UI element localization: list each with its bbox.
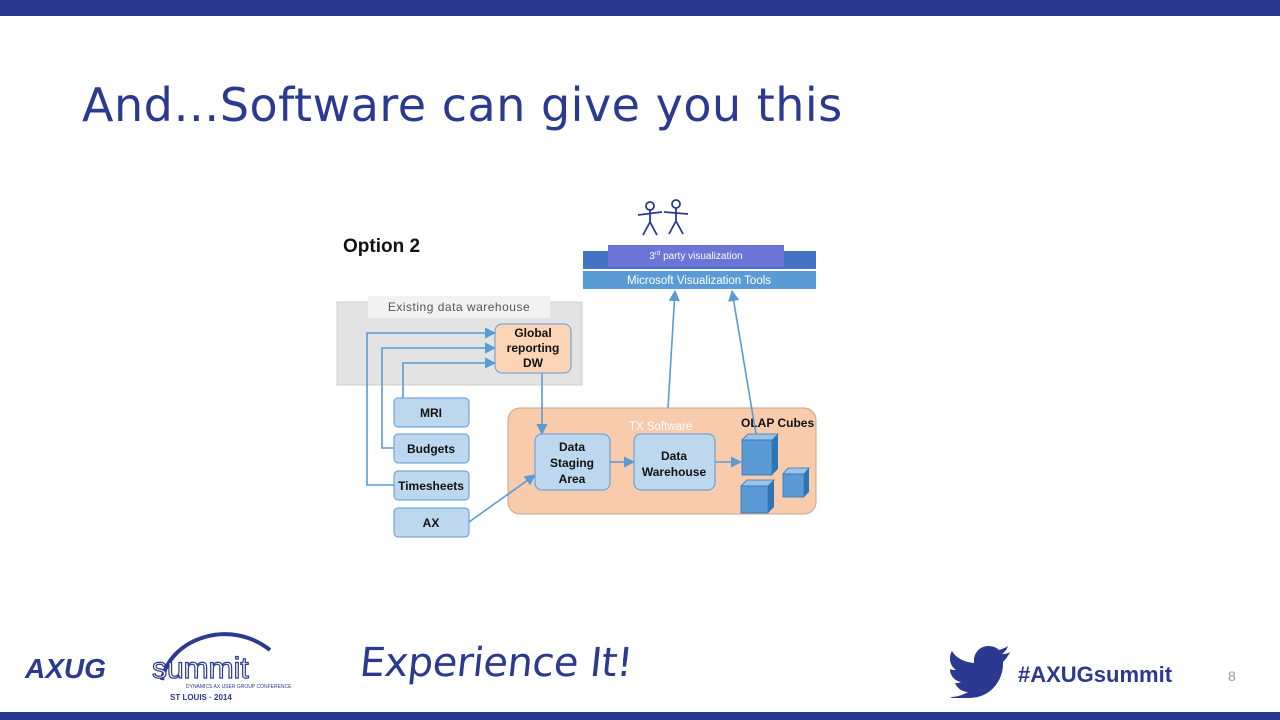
- third-party-visualization-box: [608, 245, 784, 267]
- connectors: [366, 289, 757, 523]
- data-staging-line-3: Area: [559, 472, 586, 486]
- olap-cube-3: [740, 479, 775, 514]
- global-reporting-dw-line-3: DW: [523, 356, 544, 370]
- logo-arch-icon: [160, 632, 272, 681]
- logo-mark: AXUG summit DYNAMICS AX USER GROUP CONFE…: [24, 632, 292, 702]
- option-heading: Option 2: [343, 236, 420, 257]
- twitter-bird-icon: [950, 646, 1012, 703]
- axug-summit-logo: AXUG summit DYNAMICS AX USER GROUP CONFE…: [20, 620, 300, 715]
- data-staging-line-1: Data: [559, 440, 585, 454]
- stick-figures-icon: [637, 199, 689, 236]
- arrow-ax-to-staging: [468, 474, 536, 523]
- data-warehouse-line-1: Data: [661, 449, 687, 463]
- global-reporting-dw-line-1: Global: [514, 326, 551, 340]
- logo-brand: AXUG: [24, 653, 106, 684]
- third-party-visualization-label: 3rd party visualization: [649, 251, 742, 262]
- hashtag: #AXUGsummit: [1018, 662, 1173, 687]
- tx-software-label: TX Software: [629, 421, 692, 433]
- arrow-tx-to-ms-tools: [667, 289, 680, 409]
- arrow-timesheets-to-global-dw: [366, 327, 497, 486]
- source-timesheets-label: Timesheets: [398, 479, 464, 493]
- tagline: Experience It!: [357, 640, 635, 686]
- bottom-accent-bar: [0, 712, 1280, 720]
- arrow-mri-to-global-dw: [402, 357, 497, 398]
- arrow-budgets-to-global-dw: [381, 342, 497, 449]
- existing-data-warehouse-label: Existing data warehouse: [388, 300, 530, 314]
- global-reporting-dw-line-2: reporting: [507, 341, 560, 355]
- source-mri-label: MRI: [420, 406, 442, 420]
- source-budgets-label: Budgets: [407, 442, 455, 456]
- slide-title: And…Software can give you this: [82, 78, 843, 132]
- architecture-diagram: Option 2 3rd party visualization Microso…: [330, 190, 830, 555]
- logo-summit: summit: [152, 652, 249, 685]
- microsoft-visualization-tools-box: [583, 271, 816, 289]
- logo-subtitle: DYNAMICS AX USER GROUP CONFERENCE: [186, 684, 292, 690]
- olap-cubes-label: OLAP Cubes: [741, 416, 814, 430]
- source-ax-box: [393, 507, 470, 538]
- data-warehouse-line-2: Warehouse: [642, 465, 707, 479]
- data-staging-line-2: Staging: [550, 456, 594, 470]
- microsoft-visualization-tools-label: Microsoft Visualization Tools: [627, 275, 771, 287]
- page-number: 8: [1228, 668, 1236, 684]
- olap-cube-2: [782, 467, 810, 498]
- existing-data-warehouse-label-bg: [368, 296, 550, 318]
- olap-cube-1: [741, 433, 779, 476]
- diagram-canvas: Option 2 3rd party visualization Microso…: [336, 199, 817, 538]
- logo-location: ST LOUIS · 2014: [170, 693, 232, 702]
- source-ax-label: AX: [423, 516, 440, 530]
- source-mri-box: [393, 397, 470, 428]
- top-accent-bar: [0, 0, 1280, 16]
- arrow-olap-to-ms-tools: [728, 289, 757, 435]
